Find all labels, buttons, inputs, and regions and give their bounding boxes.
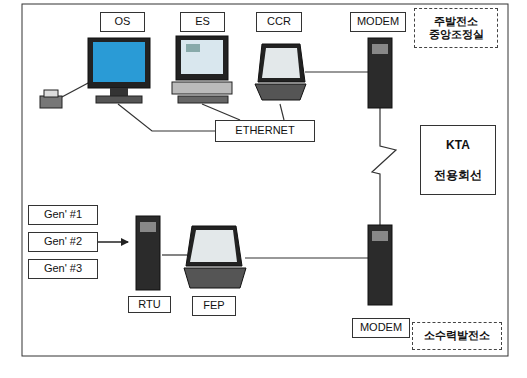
laptop-ethernet-wire	[280, 104, 284, 120]
node-label: CCR	[267, 15, 291, 28]
node-label: OS	[115, 15, 131, 28]
node-label: Gen' #3	[44, 262, 82, 275]
label-box: CCR	[256, 12, 302, 32]
printer-wire	[60, 82, 90, 98]
node-label: Gen' #2	[44, 235, 82, 248]
generator-box: Gen' #3	[28, 259, 98, 279]
node-label: 주발전소 중앙조정실	[429, 15, 484, 41]
modem-tower-icon	[368, 225, 392, 305]
node-label: FEP	[203, 299, 224, 312]
leased-line	[372, 108, 396, 225]
rtu-unit: RTU	[128, 210, 171, 313]
site-region-box: 소수력발전소	[412, 322, 502, 350]
network-bus-box: ETHERNET	[215, 120, 315, 142]
label-box: OS	[100, 12, 145, 32]
outer-frame	[22, 4, 508, 356]
label-box: ES	[180, 12, 225, 32]
node-label: MODEM	[360, 321, 402, 334]
label-box: FEP	[192, 296, 236, 316]
node-label: KTA	[446, 138, 470, 152]
es-ethernet-wire	[202, 104, 240, 120]
label-box: MODEM	[352, 318, 410, 338]
fep-laptop-icon	[184, 226, 246, 288]
node-label: ETHERNET	[235, 124, 294, 137]
os-computer-icon	[88, 38, 150, 103]
node-label: ES	[195, 15, 210, 28]
node-label: RTU	[128, 296, 171, 313]
laptop-icon	[255, 44, 306, 100]
generator-box: Gen' #1	[28, 205, 98, 225]
leased-line-box: KTA 전용회선	[420, 125, 496, 195]
printer-icon	[40, 90, 62, 108]
os-ethernet-wire	[118, 104, 215, 131]
label-box: MODEM	[350, 12, 406, 32]
site-region-box: 주발전소 중앙조정실	[414, 8, 498, 48]
rtu-tower-icon	[136, 216, 160, 290]
node-label: 소수력발전소	[424, 329, 490, 342]
rtu-fep-wire	[162, 254, 187, 255]
generator-box: Gen' #2	[28, 232, 98, 252]
es-computer-icon	[172, 36, 232, 103]
laptop-modem-wire	[305, 71, 368, 72]
modem-tower-icon	[368, 38, 392, 108]
node-label: 전용회선	[434, 168, 482, 182]
signal-arrow	[98, 241, 128, 243]
fep-modem-wire	[245, 257, 368, 258]
node-label: MODEM	[357, 15, 399, 28]
node-label: Gen' #1	[44, 208, 82, 221]
